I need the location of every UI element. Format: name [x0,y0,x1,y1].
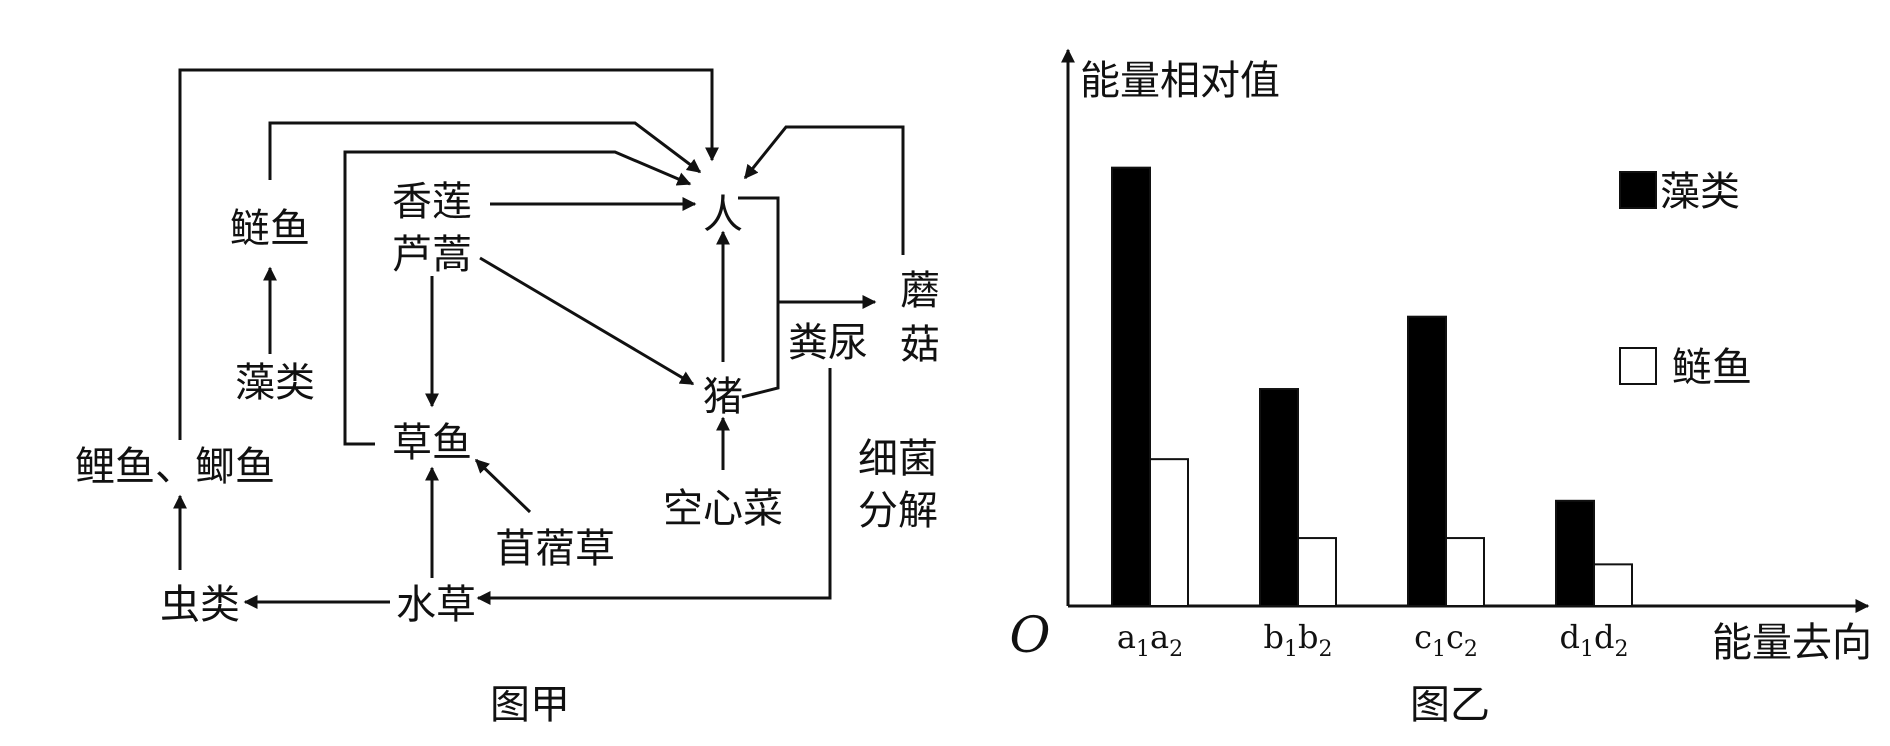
node-liyu-jiyu: 鲤鱼、鲫鱼 [75,444,275,490]
energy-bar-chart: 能量相对值 能量去向 O a1a2 b1b2 c1c2 d1d2 藻类 鲢鱼 图乙 [1010,48,1872,728]
bar-lianyu-b [1297,537,1337,608]
food-web-edges [173,68,905,609]
edge-mogu-to-ren [743,125,905,255]
edge-ren-to-fenniao [738,196,780,302]
bar-zaolei-a [1111,166,1151,608]
tick-label-d: d1d2 [1560,618,1629,662]
bar-zaolei-b [1259,388,1299,607]
node-mogu-top: 蘑 [900,268,940,314]
node-lianyu: 鲢鱼 [230,206,310,252]
bar-lianyu-a [1149,458,1189,607]
node-fenniao: 粪尿 [788,320,868,366]
node-luhao: 芦蒿 [392,232,472,278]
legend-swatch-zaolei [1619,171,1657,209]
x-axis-title: 能量去向 [1712,620,1872,666]
tick-label-b: b1b2 [1264,618,1333,662]
node-xijun: 细菌 [858,436,938,482]
legend-swatch-lianyu [1619,347,1657,385]
bar-lianyu-c [1445,537,1485,608]
edge-xianglian-to-zhu [479,256,695,386]
node-xianglian: 香莲 [392,179,472,225]
node-mogu-bottom: 菇 [900,322,940,368]
node-chonglei: 虫类 [160,582,240,628]
legend-label-zaolei: 藻类 [1660,169,1740,215]
bar-zaolei-c [1407,315,1447,607]
caption-fig-a: 图甲 [490,682,570,728]
axis-origin: O [1010,606,1051,664]
edge-zhu-to-fenniao [741,302,780,399]
bar-zaolei-d [1555,499,1595,607]
chart-tick-labels: a1a2 b1b2 c1c2 d1d2 [1117,618,1629,662]
node-kongxincai: 空心菜 [663,486,783,532]
edge-fenniao-to-shuicao [476,368,832,605]
edge-muxucao-to-caoyu [474,458,532,514]
y-axis-title: 能量相对值 [1080,58,1280,104]
edge-lianyu-to-ren [268,121,702,180]
legend-label-lianyu: 鲢鱼 [1672,345,1752,391]
node-caoyu: 草鱼 [392,420,472,466]
node-fenjie: 分解 [858,488,938,534]
food-web-nodes: 人 鲢鱼 藻类 鲤鱼、鲫鱼 虫类 香莲 芦蒿 草鱼 水草 苜蓿草 猪 空心菜 粪… [75,179,940,628]
node-muxucao: 苜蓿草 [495,526,615,572]
food-web-diagram: 人 鲢鱼 藻类 鲤鱼、鲫鱼 虫类 香莲 芦蒿 草鱼 水草 苜蓿草 猪 空心菜 粪… [75,68,940,728]
node-zhu: 猪 [703,374,743,420]
chart-bars [1111,166,1633,608]
edge-caoyu-to-ren [343,150,692,446]
node-zaolei: 藻类 [235,360,315,406]
edge-liyu-to-ren [178,68,719,440]
bar-lianyu-d [1593,563,1633,608]
tick-label-a: a1a2 [1117,618,1183,662]
node-shuicao: 水草 [396,582,476,628]
tick-label-c: c1c2 [1414,618,1478,662]
caption-fig-b: 图乙 [1410,682,1490,728]
node-ren: 人 [703,192,743,238]
chart-legend: 藻类 鲢鱼 [1619,169,1752,391]
